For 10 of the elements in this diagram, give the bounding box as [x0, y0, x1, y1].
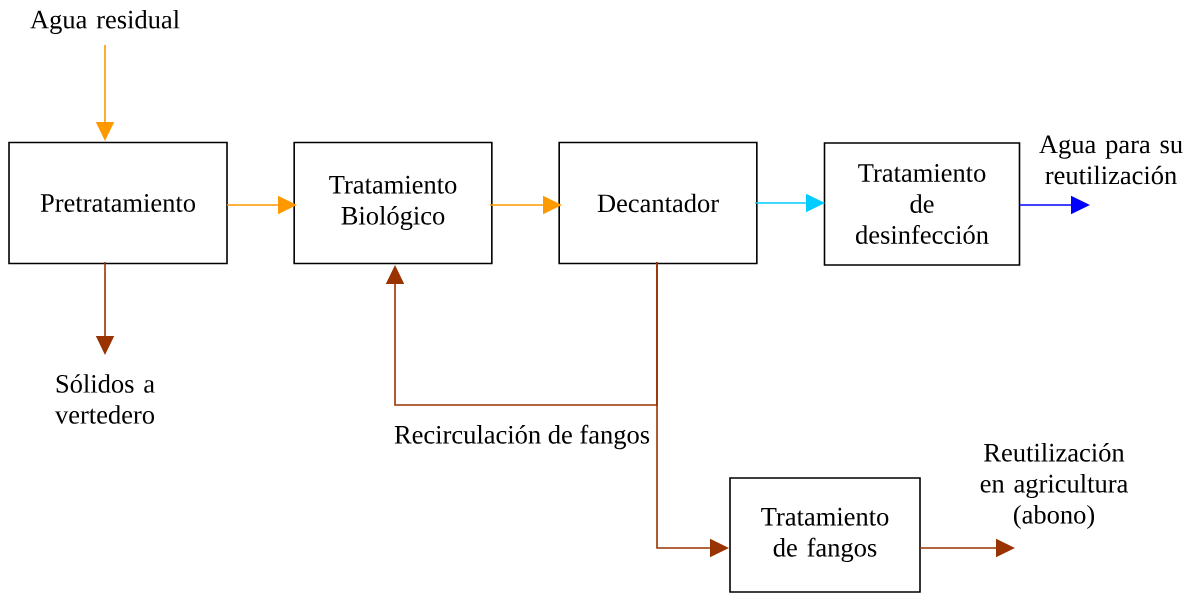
flow-label: Reutilización en agricultura (abono)	[980, 442, 1128, 529]
flow-label: Sólidos a vertedero	[55, 374, 155, 424]
flow-label: Agua para su reutilización	[1039, 135, 1183, 185]
process-box: Decantador	[558, 141, 758, 265]
process-box: Tratamiento de desinfección	[823, 142, 1021, 266]
flow-label: Agua residual	[30, 9, 180, 35]
process-box: Tratamiento de fangos	[729, 477, 921, 593]
edge-label: Recirculación de fangos	[394, 424, 650, 450]
process-box: Tratamiento Biológico	[293, 141, 493, 265]
process-box: Pretratamiento	[8, 141, 228, 265]
